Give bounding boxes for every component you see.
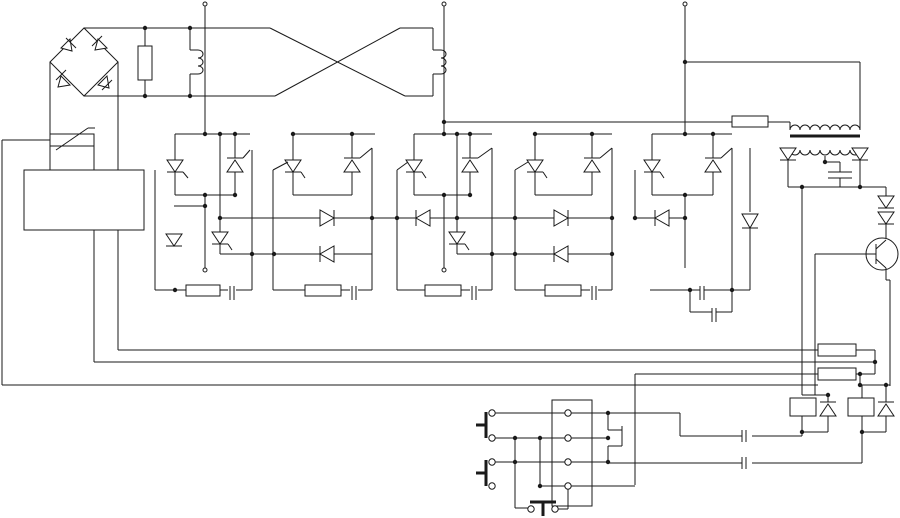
series-diodes [877, 187, 895, 238]
bridge-resistor [137, 25, 153, 99]
relay-coils [789, 382, 895, 435]
thyristor-module-3 [396, 131, 493, 300]
t2-rectifier [779, 147, 886, 395]
control-leads [2, 146, 875, 386]
transistor [814, 237, 899, 395]
relay-contact-lines [608, 413, 863, 469]
transformer-t2 [788, 124, 862, 156]
thyristor-module-1 [154, 131, 255, 300]
bridge-rectifier [49, 27, 190, 170]
push-button-2 [476, 438, 565, 508]
top-terminals [202, 1, 688, 135]
switch-block [551, 399, 680, 507]
transformer-coil-right [432, 28, 447, 96]
control-unit-block [23, 169, 145, 231]
t2-feed [441, 59, 861, 130]
output-resistors [634, 343, 878, 485]
thyristor-module-5 [632, 131, 759, 322]
push-button-3 [515, 489, 569, 516]
thermistor [1, 127, 95, 385]
push-button-1 [476, 409, 565, 442]
thyristor-module-4 [514, 131, 613, 300]
crossed-feed-lines [190, 27, 433, 97]
transformer-coil-left [187, 25, 204, 99]
interconnect-diodes [217, 148, 615, 290]
